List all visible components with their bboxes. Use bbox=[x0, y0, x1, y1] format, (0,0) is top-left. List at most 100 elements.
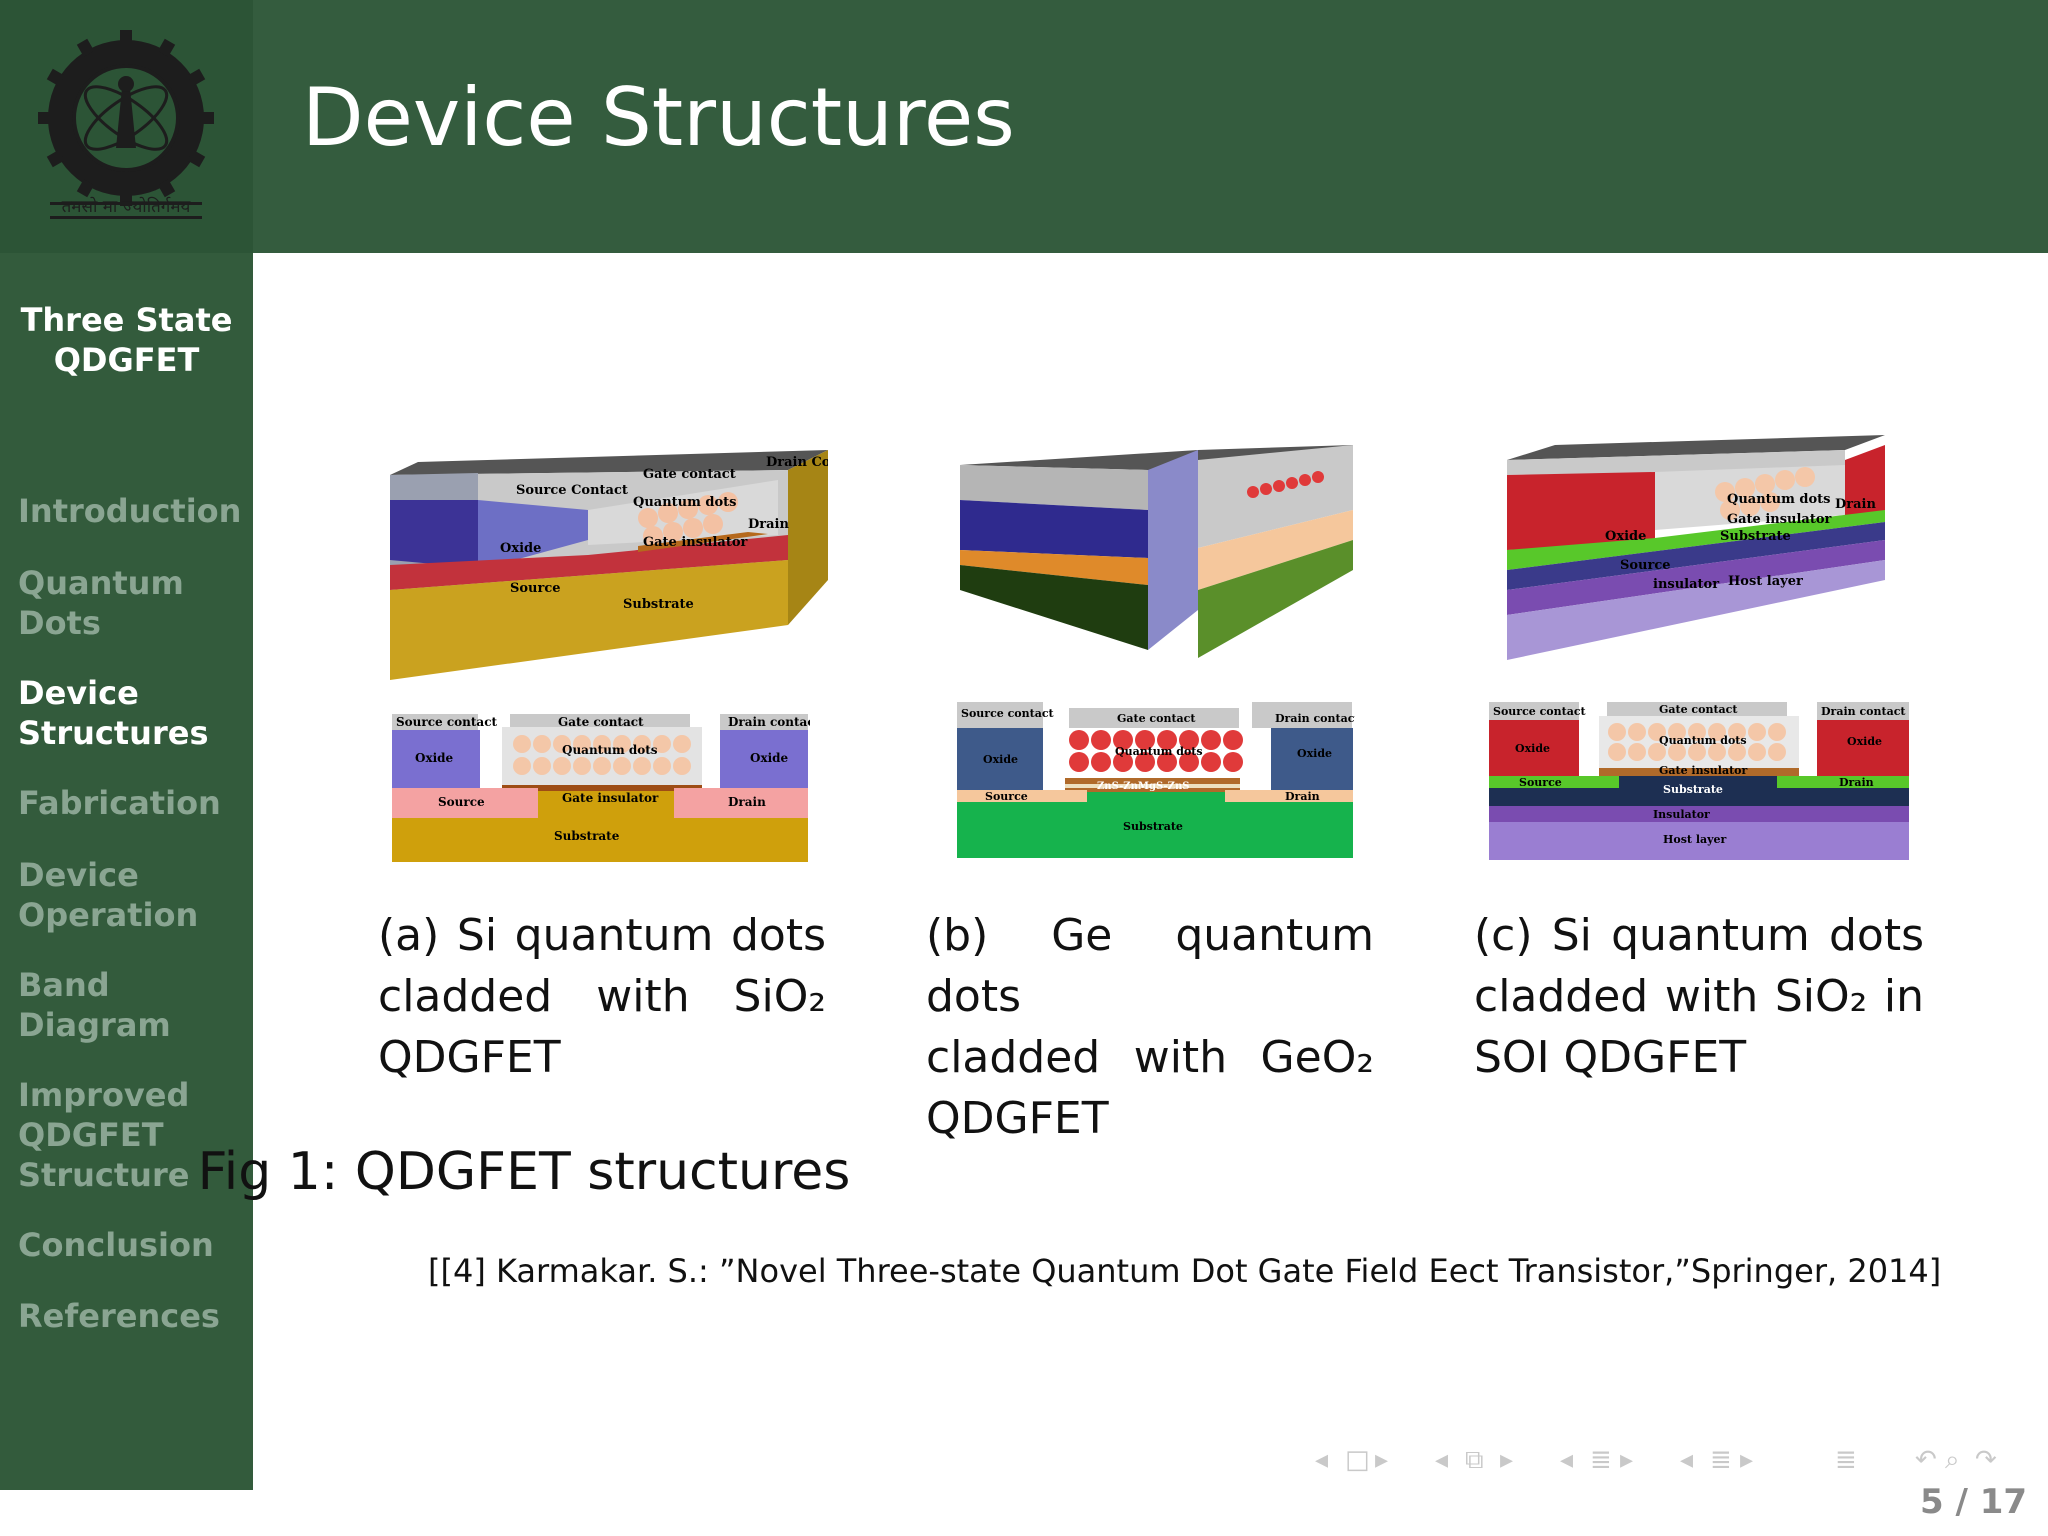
sidebar-item-label: Introduction bbox=[18, 492, 242, 530]
caption-line: SOI QDGFET bbox=[1474, 1032, 1747, 1083]
nav-prev-subsection-icon[interactable]: ◂ bbox=[1560, 1445, 1574, 1475]
sidebar-item-label: Band bbox=[18, 966, 110, 1004]
page-number: 5 / 17 bbox=[1920, 1482, 2028, 1522]
sidebar-item-label: Fabrication bbox=[18, 784, 221, 822]
sidebar-item-label: References bbox=[18, 1297, 220, 1335]
label-2d-oxide-right: Oxide bbox=[1847, 735, 1882, 748]
nav-section-icon[interactable]: ≣ bbox=[1710, 1445, 1732, 1475]
figure-c-2d-diagram: Source contact Gate contact Drain contac… bbox=[1489, 702, 1909, 860]
logo-motto: तमसो मा ज्योतिर्गमय bbox=[62, 196, 192, 217]
label-2d-gate-contact: Gate contact bbox=[558, 715, 644, 729]
sidebar-item-label: Device bbox=[18, 674, 139, 712]
label-3d-quantum-dots: Quantum dots bbox=[1727, 492, 1830, 507]
sidebar-item-quantum-dots[interactable]: Quantum Dots bbox=[18, 563, 248, 643]
label-3d-drain-contact: Drain Contact bbox=[766, 455, 828, 470]
sidebar-item-band-diagram[interactable]: Band Diagram bbox=[18, 965, 248, 1045]
figure-a-2d-diagram: Source contact Gate contact Drain contac… bbox=[390, 712, 821, 865]
nav-prev-frame-icon[interactable]: ◂ bbox=[1315, 1445, 1329, 1475]
sidebar-item-label: QDGFET bbox=[18, 1116, 164, 1154]
nav-next-section-icon[interactable]: ▸ bbox=[1740, 1445, 1754, 1475]
sidebar-item-label: Diagram bbox=[18, 1006, 171, 1044]
reference-citation: [[4] Karmakar. S.: ”Novel Three-state Qu… bbox=[428, 1252, 1942, 1290]
label-3d-source-contact: Source Contact bbox=[516, 483, 628, 498]
label-2d-source-contact: Source contact bbox=[1493, 705, 1587, 718]
sidebar-item-label: Device bbox=[18, 856, 139, 894]
label-2d-drain: Drain bbox=[1839, 776, 1874, 789]
talk-title-line: QDGFET bbox=[53, 341, 200, 379]
label-2d-oxide-left: Oxide bbox=[415, 751, 454, 765]
figure-a-3d-diagram: Source Contact Gate contact Drain Contac… bbox=[390, 450, 868, 680]
label-3d-gate-insulator: Gate insulator bbox=[1727, 512, 1832, 527]
nav-prev-section-icon[interactable]: ◂ bbox=[1680, 1445, 1694, 1475]
sidebar bbox=[0, 253, 253, 1490]
nav-frame-icon[interactable]: □ bbox=[1345, 1445, 1370, 1475]
caption-b: (b) Ge quantum dots cladded with GeO₂ QD… bbox=[926, 905, 1374, 1149]
talk-title: Three State QDGFET bbox=[0, 300, 253, 380]
sidebar-item-label: Conclusion bbox=[18, 1226, 214, 1264]
caption-line: cladded with SiO₂ bbox=[378, 971, 826, 1022]
label-2d-gate-contact: Gate contact bbox=[1659, 703, 1738, 716]
label-2d-drain-contact: Drain contact bbox=[1821, 705, 1906, 718]
label-2d-gate-insulator: Gate insulator bbox=[562, 791, 659, 805]
nav-document-icon[interactable]: ≣ bbox=[1835, 1445, 1857, 1475]
label-2d-source: Source bbox=[985, 790, 1028, 803]
sidebar-item-fabrication[interactable]: Fabrication bbox=[18, 783, 248, 823]
label-2d-drain-contact: Drain contact bbox=[728, 715, 810, 729]
nav-subsection-icon[interactable]: ≣ bbox=[1590, 1445, 1612, 1475]
label-2d-drain: Drain bbox=[1285, 790, 1320, 803]
label-2d-source-contact: Source contact bbox=[961, 707, 1055, 720]
caption-line: (a) Si quantum dots bbox=[378, 910, 826, 961]
figure-b-2d: Source contact Gate contact Drain contac… bbox=[955, 700, 1360, 864]
nav-next-frame-icon[interactable]: ▸ bbox=[1375, 1445, 1389, 1475]
caption-line: QDGFET bbox=[926, 1093, 1109, 1144]
label-3d-substrate: Substrate bbox=[623, 597, 694, 612]
institute-logo: तमसो मा ज्योतिर्गमय bbox=[38, 30, 214, 219]
nav-forward-icon[interactable]: ↷ bbox=[1975, 1445, 1997, 1475]
sidebar-item-introduction[interactable]: Introduction bbox=[18, 491, 248, 531]
sidebar-item-references[interactable]: References bbox=[18, 1296, 248, 1336]
label-2d-quantum-dots: Quantum dots bbox=[1115, 745, 1203, 758]
label-2d-source: Source bbox=[438, 795, 485, 809]
label-3d-substrate: Substrate bbox=[1720, 529, 1791, 544]
talk-title-line: Three State bbox=[20, 301, 233, 339]
label-2d-substrate: Substrate bbox=[554, 829, 620, 843]
label-2d-oxide-right: Oxide bbox=[750, 751, 789, 765]
label-2d-oxide-right: Oxide bbox=[1297, 747, 1332, 760]
label-3d-oxide: Oxide bbox=[500, 541, 541, 556]
beamer-navigation: ◂ □ ▸ ◂ ⧉ ▸ ◂ ≣ ▸ ◂ ≣ ▸ ≣ ↶ ⌕ ↷ bbox=[1315, 1440, 2035, 1480]
nav-back-icon[interactable]: ↶ bbox=[1915, 1445, 1937, 1475]
nav-search-icon[interactable]: ⌕ bbox=[1945, 1445, 1960, 1475]
figure-caption-text: Fig 1: QDGFET structures bbox=[197, 1142, 851, 1202]
caption-c: (c) Si quantum dots cladded with SiO₂ in… bbox=[1474, 905, 1924, 1088]
label-2d-gate-contact: Gate contact bbox=[1117, 712, 1196, 725]
nav-next-slide-icon[interactable]: ▸ bbox=[1500, 1445, 1514, 1475]
sidebar-item-device-structures[interactable]: Device Structures bbox=[18, 673, 248, 753]
label-2d-source: Source bbox=[1519, 776, 1562, 789]
sidebar-item-conclusion[interactable]: Conclusion bbox=[18, 1225, 248, 1265]
label-3d-insulator: insulator bbox=[1653, 577, 1719, 592]
label-2d-gate-stack: ZnS-ZnMgS-ZnS bbox=[1097, 781, 1189, 792]
label-2d-oxide-left: Oxide bbox=[1515, 742, 1550, 755]
figure-c-3d-diagram: Oxide Quantum dots Drain Gate insulator … bbox=[1507, 435, 1885, 660]
sidebar-item-label: Structures bbox=[18, 714, 209, 752]
label-2d-gate-insulator: Gate insulator bbox=[1659, 764, 1748, 777]
label-3d-quantum-dots: Quantum dots bbox=[633, 495, 736, 510]
label-2d-substrate: Substrate bbox=[1663, 783, 1723, 796]
label-3d-oxide: Oxide bbox=[1605, 529, 1646, 544]
header-bar bbox=[253, 0, 2048, 253]
label-2d-drain: Drain bbox=[728, 795, 766, 809]
label-2d-oxide-left: Oxide bbox=[983, 753, 1018, 766]
sidebar-item-label: Quantum bbox=[18, 564, 184, 602]
label-2d-host-layer: Host layer bbox=[1663, 833, 1727, 846]
figure-a-2d: Source contact Gate contact Drain contac… bbox=[390, 712, 821, 869]
nav-prev-slide-icon[interactable]: ◂ bbox=[1435, 1445, 1449, 1475]
nav-slide-icon[interactable]: ⧉ bbox=[1465, 1445, 1484, 1475]
nav-next-subsection-icon[interactable]: ▸ bbox=[1620, 1445, 1634, 1475]
figure-b-3d-diagram bbox=[960, 445, 1353, 658]
label-3d-drain: Drain bbox=[748, 517, 789, 532]
label-2d-drain-contact: Drain contact bbox=[1275, 712, 1355, 725]
sidebar-item-improved-qdgfet-structure[interactable]: Improved QDGFET Structure bbox=[18, 1075, 248, 1195]
label-2d-insulator: Insulator bbox=[1653, 808, 1710, 821]
sidebar-item-device-operation[interactable]: Device Operation bbox=[18, 855, 248, 935]
label-3d-drain: Drain bbox=[1835, 497, 1876, 512]
